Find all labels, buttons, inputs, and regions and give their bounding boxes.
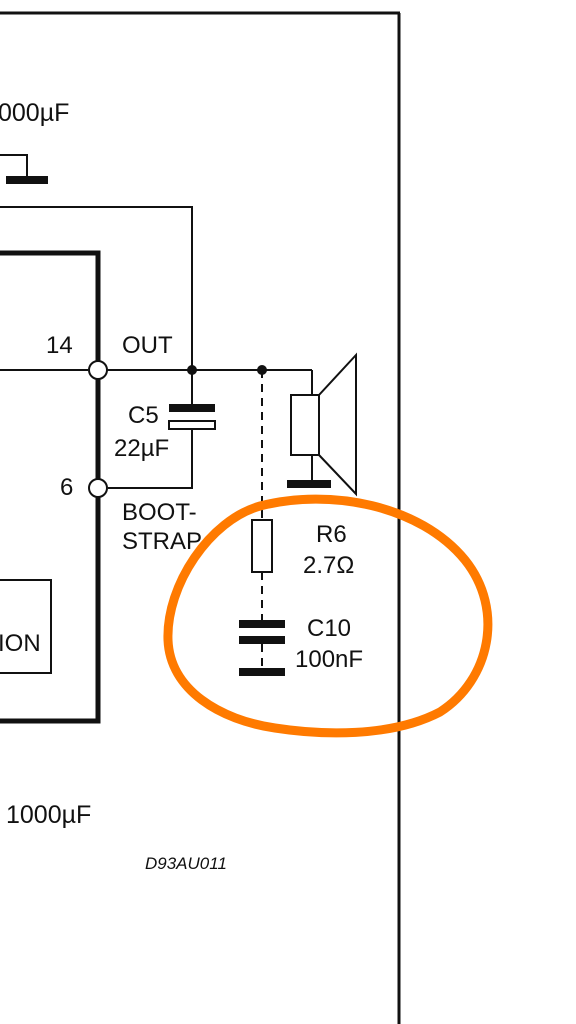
inner-block-label: ION	[0, 630, 41, 657]
c5-value-label: 22µF	[114, 435, 169, 462]
top-cap-value-label: 000µF	[0, 99, 69, 127]
bottom-cap-value-label: 1000µF	[6, 801, 91, 829]
drawing-id-label: D93AU011	[145, 854, 227, 873]
c10-top-plate	[239, 620, 285, 628]
out-label: OUT	[122, 332, 173, 359]
pin6-label: 6	[60, 474, 73, 501]
c10-bottom-plate	[239, 636, 285, 644]
c10-ground-symbol	[239, 668, 285, 676]
pin14-label: 14	[46, 332, 73, 359]
speaker-cone-icon	[318, 352, 357, 497]
r6-resistor	[251, 519, 273, 573]
c10-name-label: C10	[307, 615, 351, 642]
pin6-node	[88, 478, 108, 498]
r6-value-label: 2.7Ω	[303, 552, 354, 579]
c5-bottom-plate	[168, 420, 216, 430]
c10-value-label: 100nF	[295, 646, 363, 673]
speaker-ground-symbol	[287, 480, 331, 488]
feedback-wire	[0, 206, 193, 370]
r6-name-label: R6	[316, 521, 347, 548]
speaker-coil	[290, 394, 320, 456]
pin14-node	[88, 360, 108, 380]
top-ground-symbol	[6, 176, 48, 184]
bootstrap-label-line1: BOOT-	[122, 499, 197, 526]
c5-name-label: C5	[128, 402, 159, 429]
c5-bottom-wire	[108, 429, 193, 489]
bootstrap-label-line2: STRAP	[122, 528, 202, 555]
highlight-circle	[163, 494, 493, 738]
top-ground-wire	[0, 154, 28, 178]
c5-top-plate	[169, 404, 215, 412]
inner-block	[0, 579, 52, 674]
